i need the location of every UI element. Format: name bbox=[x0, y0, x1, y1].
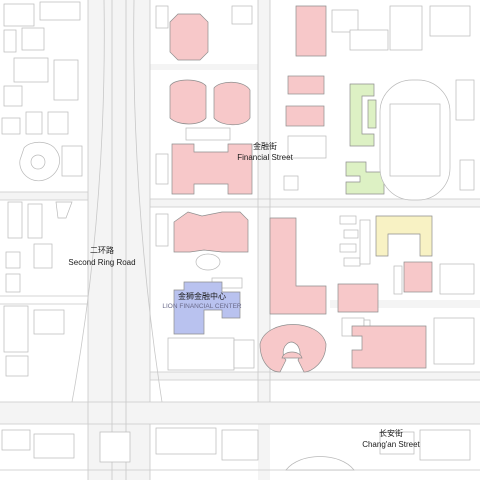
financial-street-label-zh: 金融街 bbox=[253, 141, 277, 151]
lion-center-label-en: LION FINANCIAL CENTER bbox=[162, 303, 242, 310]
minor-road bbox=[150, 372, 480, 380]
semicircle-building bbox=[259, 324, 327, 373]
minor-road bbox=[330, 300, 480, 308]
changan-street-road bbox=[0, 402, 480, 424]
building bbox=[171, 143, 253, 195]
changan-label-en: Chang'an Street bbox=[362, 440, 420, 449]
building bbox=[169, 13, 209, 61]
second-ring-road bbox=[88, 0, 150, 480]
minor-road bbox=[0, 192, 88, 200]
second-ring-label-zh: 二环路 bbox=[90, 245, 114, 255]
building bbox=[287, 75, 325, 95]
minor-road bbox=[150, 199, 480, 207]
lion-center-label-zh: 金狮金融中心 bbox=[178, 291, 226, 301]
yellow-building bbox=[375, 215, 433, 257]
central-blocks bbox=[155, 5, 255, 371]
minor-road bbox=[150, 64, 258, 70]
building bbox=[169, 79, 207, 125]
green-building bbox=[345, 161, 385, 195]
building bbox=[295, 5, 327, 57]
labels: 金融街 Financial Street 二环路 Second Ring Roa… bbox=[68, 141, 420, 449]
building bbox=[285, 105, 325, 127]
green-building bbox=[367, 99, 377, 129]
building bbox=[337, 283, 379, 313]
financial-street-label-en: Financial Street bbox=[237, 153, 293, 162]
lion-financial-center[interactable] bbox=[173, 281, 241, 335]
south-blocks bbox=[155, 427, 471, 471]
building bbox=[213, 81, 251, 126]
l-building bbox=[269, 217, 327, 315]
changan-label-zh: 长安街 bbox=[379, 428, 403, 438]
building bbox=[403, 261, 433, 293]
building bbox=[281, 351, 303, 359]
building bbox=[173, 211, 249, 253]
green-building bbox=[349, 83, 375, 147]
building bbox=[351, 325, 427, 369]
sports-field bbox=[389, 103, 441, 177]
west-blocks bbox=[1, 1, 131, 463]
east-blocks bbox=[259, 5, 475, 373]
second-ring-label-en: Second Ring Road bbox=[68, 258, 135, 267]
